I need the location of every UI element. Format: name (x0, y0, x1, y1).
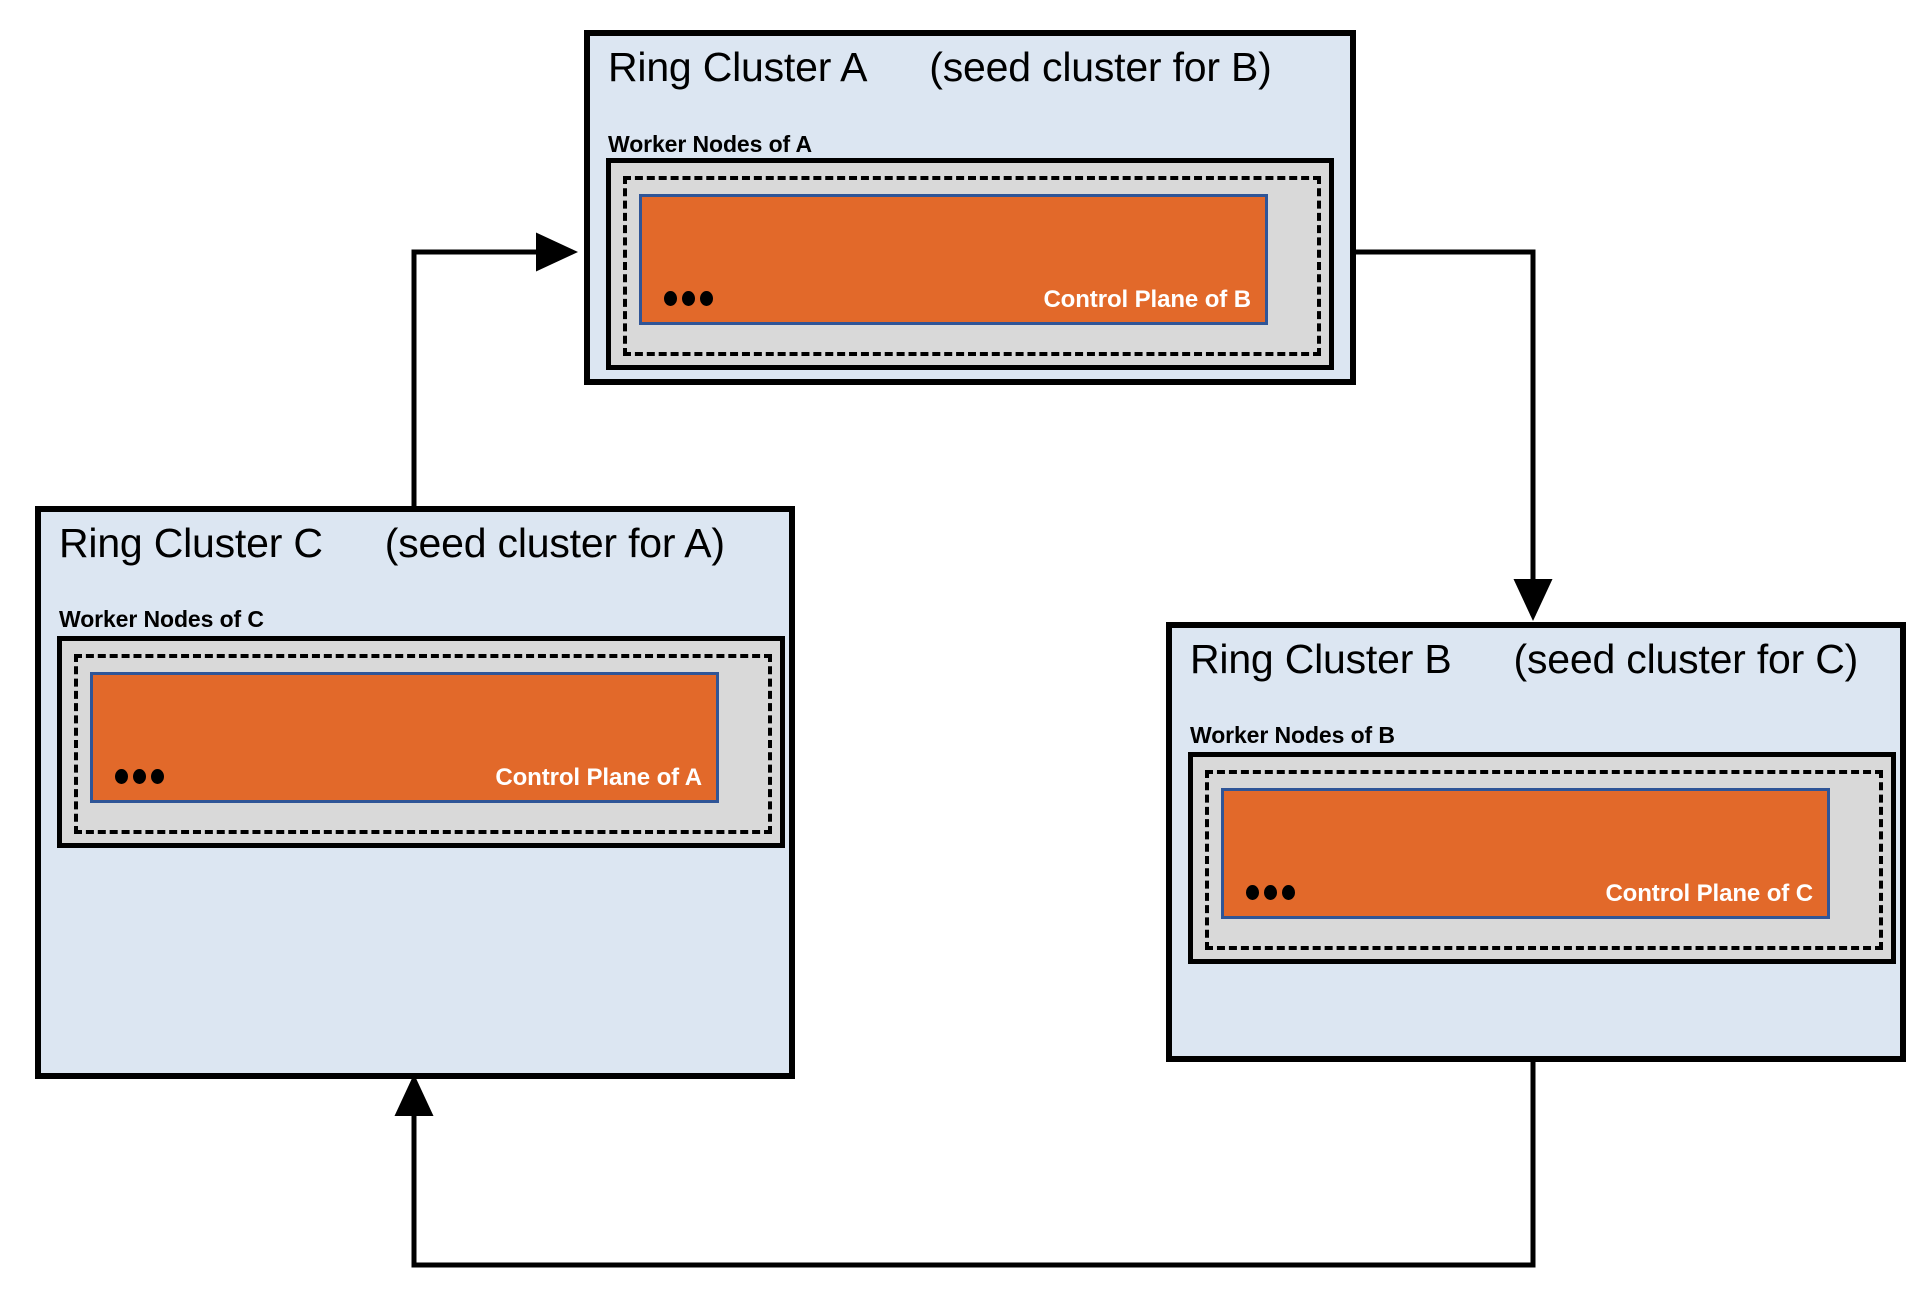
cluster-a-control-plane-label: Control Plane of B (1043, 286, 1251, 313)
cluster-c-node-group: Control Plane of A (74, 654, 772, 834)
arrow-a-to-b (1355, 249, 1553, 621)
cluster-c-worker-nodes[interactable]: Control Plane of A (57, 636, 785, 848)
cluster-a-worker-nodes[interactable]: Control Plane of B (606, 158, 1334, 370)
cluster-c-subtitle: (seed cluster for A) (384, 520, 725, 566)
cluster-c-header: Ring Cluster C (seed cluster for A) (59, 520, 725, 567)
cluster-c-worker-label: Worker Nodes of C (59, 606, 264, 632)
cluster-b-node-group: Control Plane of C (1205, 770, 1883, 950)
ring-cluster-c[interactable]: Ring Cluster C (seed cluster for A) Work… (35, 506, 795, 1079)
cluster-a-worker-label: Worker Nodes of A (608, 131, 813, 157)
ring-cluster-a[interactable]: Ring Cluster A (seed cluster for B) Work… (584, 30, 1356, 385)
arrow-b-to-c (394, 1061, 1536, 1268)
cluster-b-worker-label: Worker Nodes of B (1190, 722, 1395, 748)
cluster-a-node-group: Control Plane of B (623, 176, 1321, 356)
cluster-b-worker-nodes[interactable]: Control Plane of C (1188, 752, 1896, 964)
cluster-b-subtitle: (seed cluster for C) (1513, 636, 1859, 682)
cluster-c-control-plane-label: Control Plane of A (495, 764, 702, 791)
cluster-b-ellipsis-icon (1246, 885, 1295, 900)
cluster-a-subtitle: (seed cluster for B) (929, 44, 1272, 90)
cluster-c-control-plane[interactable]: Control Plane of A (90, 672, 719, 803)
cluster-a-ellipsis-icon (664, 291, 713, 306)
ring-cluster-b[interactable]: Ring Cluster B (seed cluster for C) Work… (1166, 622, 1906, 1062)
cluster-b-control-plane-label: Control Plane of C (1605, 880, 1813, 907)
cluster-b-title: Ring Cluster B (1190, 636, 1452, 682)
cluster-a-title: Ring Cluster A (608, 44, 868, 90)
cluster-a-header: Ring Cluster A (seed cluster for B) (608, 44, 1272, 91)
cluster-b-header: Ring Cluster B (seed cluster for C) (1190, 636, 1858, 683)
cluster-c-title: Ring Cluster C (59, 520, 323, 566)
cluster-c-ellipsis-icon (115, 769, 164, 784)
cluster-b-control-plane[interactable]: Control Plane of C (1221, 788, 1830, 919)
cluster-a-control-plane[interactable]: Control Plane of B (639, 194, 1268, 325)
arrow-c-to-a (411, 232, 578, 506)
